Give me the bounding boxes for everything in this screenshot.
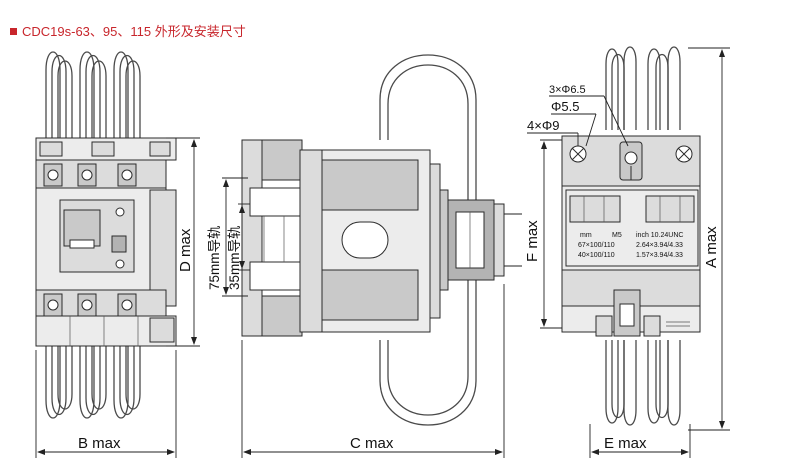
hole-55-label: Φ5.5 <box>551 99 579 114</box>
front-bottom-coils <box>45 330 141 419</box>
rail-dimensions: 75mm导轨 35mm导轨 <box>207 177 250 297</box>
d-max-dimension: D max <box>166 137 200 347</box>
b-max-dimension: B max <box>35 350 177 458</box>
e-max-dimension: E max <box>589 424 691 458</box>
mount-table-row1-mm: 67×100/110 <box>578 242 615 249</box>
title-bullet-square <box>10 28 17 35</box>
hole-callouts: 3×Φ6.5 Φ5.5 4×Φ9 <box>527 84 629 147</box>
rail-75-label: 75mm导轨 <box>207 225 222 290</box>
mount-table-row2-inch: 1.57×3.94/4.33 <box>636 252 683 259</box>
e-max-label: E max <box>604 435 647 452</box>
hole-3x65-label: 3×Φ6.5 <box>549 84 586 96</box>
page-title-text: CDC19s-63、95、115 外形及安装尺寸 <box>22 24 246 39</box>
mount-table-head-mm: mm <box>580 232 592 239</box>
mount-table-row1-inch: 2.64×3.94/4.33 <box>636 242 683 249</box>
c-max-label: C max <box>350 435 394 452</box>
f-max-label: F max <box>524 220 541 262</box>
mount-table-head-inch: inch 10.24UNC <box>636 232 683 239</box>
side-depth-ticks <box>504 213 522 267</box>
rear-view: mm M5 inch 10.24UNC 67×100/110 2.64×3.94… <box>561 46 701 426</box>
mount-table-row2-mm: 40×100/110 <box>578 252 615 259</box>
a-max-dimension: A max <box>688 47 730 431</box>
front-view <box>35 51 177 419</box>
f-max-dimension: F max <box>524 139 562 329</box>
a-max-label: A max <box>703 226 720 268</box>
side-view <box>241 54 505 426</box>
d-max-label: D max <box>177 228 194 272</box>
b-max-label: B max <box>78 435 121 452</box>
mount-table-head-m5: M5 <box>612 232 622 239</box>
front-top-coils <box>45 51 141 140</box>
c-max-dimension: C max <box>241 284 505 458</box>
hole-4x9-label: 4×Φ9 <box>527 118 559 133</box>
page-title: CDC19s-63、95、115 外形及安装尺寸 <box>10 21 246 40</box>
rail-35-label: 35mm导轨 <box>227 225 242 290</box>
